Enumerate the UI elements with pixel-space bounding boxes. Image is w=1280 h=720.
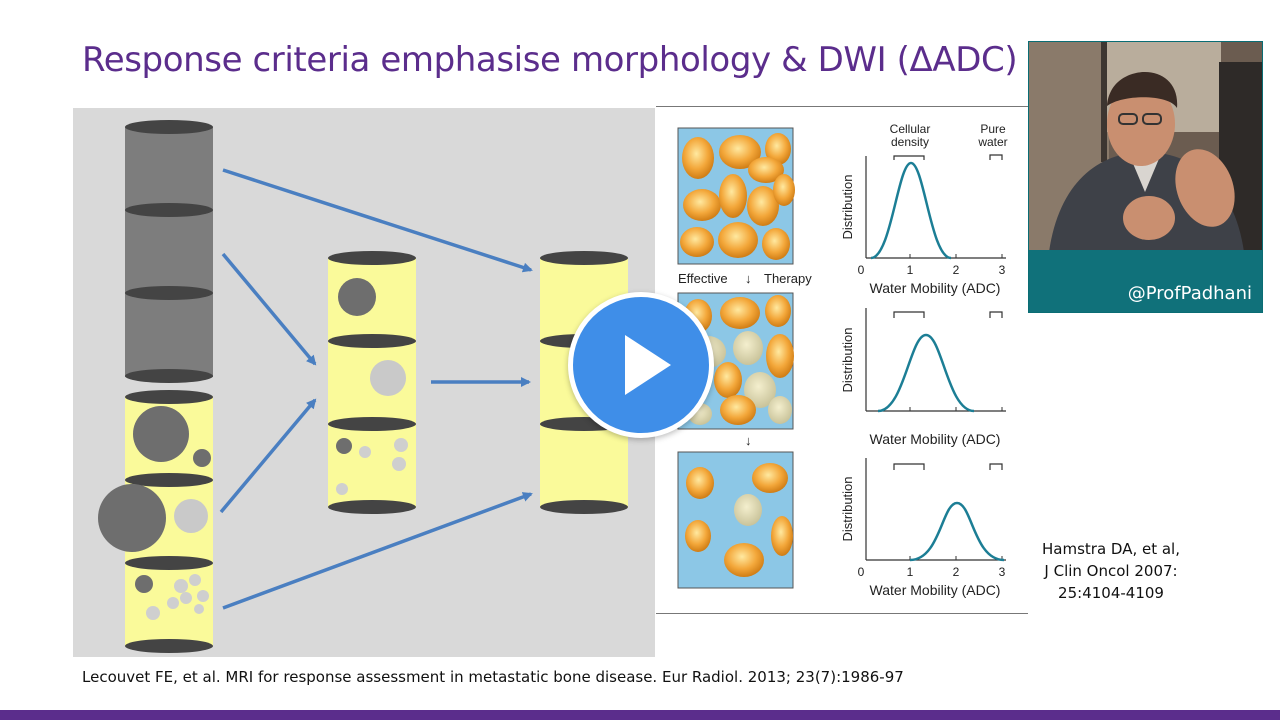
y-axis-label: Distribution: [840, 327, 855, 392]
distribution-plot-2: Water Mobility (ADC) Distribution: [840, 308, 1006, 447]
plot-header-density: density: [891, 135, 929, 149]
play-button[interactable]: [568, 292, 714, 438]
effective-label: Effective: [678, 271, 728, 286]
x-axis-label: Water Mobility (ADC): [870, 280, 1001, 296]
presenter-webcam: @ProfPadhani: [1028, 41, 1263, 313]
slide-title: Response criteria emphasise morphology &…: [82, 40, 1018, 80]
x-tick: 0: [858, 565, 865, 579]
distribution-plot-3: 0 1 2 3 Water Mobility (ADC) Distributio…: [840, 458, 1006, 598]
bone-marrow-diagram: [73, 108, 655, 657]
x-tick: 2: [953, 263, 960, 277]
cylinder-untreated: [98, 120, 213, 653]
bottom-accent-bar: [0, 710, 1280, 720]
citation-line: J Clin Oncol 2007:: [1044, 562, 1178, 580]
citation-hamstra: Hamstra DA, et al, J Clin Oncol 2007: 25…: [1036, 538, 1186, 604]
citation-lecouvet: Lecouvet FE, et al. MRI for response ass…: [82, 668, 904, 686]
cylinder-partial-response: [328, 251, 416, 514]
tissue-panel-post-therapy: [677, 451, 794, 589]
x-tick: 1: [907, 565, 914, 579]
plot-header-pure: Pure: [980, 122, 1006, 136]
handle-banner: @ProfPadhani: [1029, 250, 1262, 312]
x-tick: 1: [907, 263, 914, 277]
dwi-figure-frame: [656, 106, 1028, 614]
tissue-panel-pretreatment: [677, 127, 795, 265]
x-tick: 3: [999, 263, 1006, 277]
citation-line: Hamstra DA, et al,: [1042, 540, 1180, 558]
x-axis-label: Water Mobility (ADC): [870, 431, 1001, 447]
y-axis-label: Distribution: [840, 174, 855, 239]
x-tick: 3: [999, 565, 1006, 579]
presenter-handle: @ProfPadhani: [1127, 283, 1252, 304]
response-arrows: [219, 168, 533, 610]
play-icon: [625, 335, 671, 395]
x-tick: 2: [953, 565, 960, 579]
plot-header-water: water: [977, 135, 1007, 149]
x-tick: 0: [858, 263, 865, 277]
y-axis-label: Distribution: [840, 476, 855, 541]
down-arrow-icon: ↓: [745, 433, 752, 448]
x-axis-label: Water Mobility (ADC): [870, 582, 1001, 598]
down-arrow-icon: ↓: [745, 271, 752, 286]
plot-header-cellular: Cellular: [890, 122, 931, 136]
citation-line: 25:4104-4109: [1058, 584, 1164, 602]
therapy-label: Therapy: [764, 271, 812, 286]
distribution-plot-1: 0 1 2 3 Water Mobility (ADC) Distributio…: [840, 154, 1006, 296]
